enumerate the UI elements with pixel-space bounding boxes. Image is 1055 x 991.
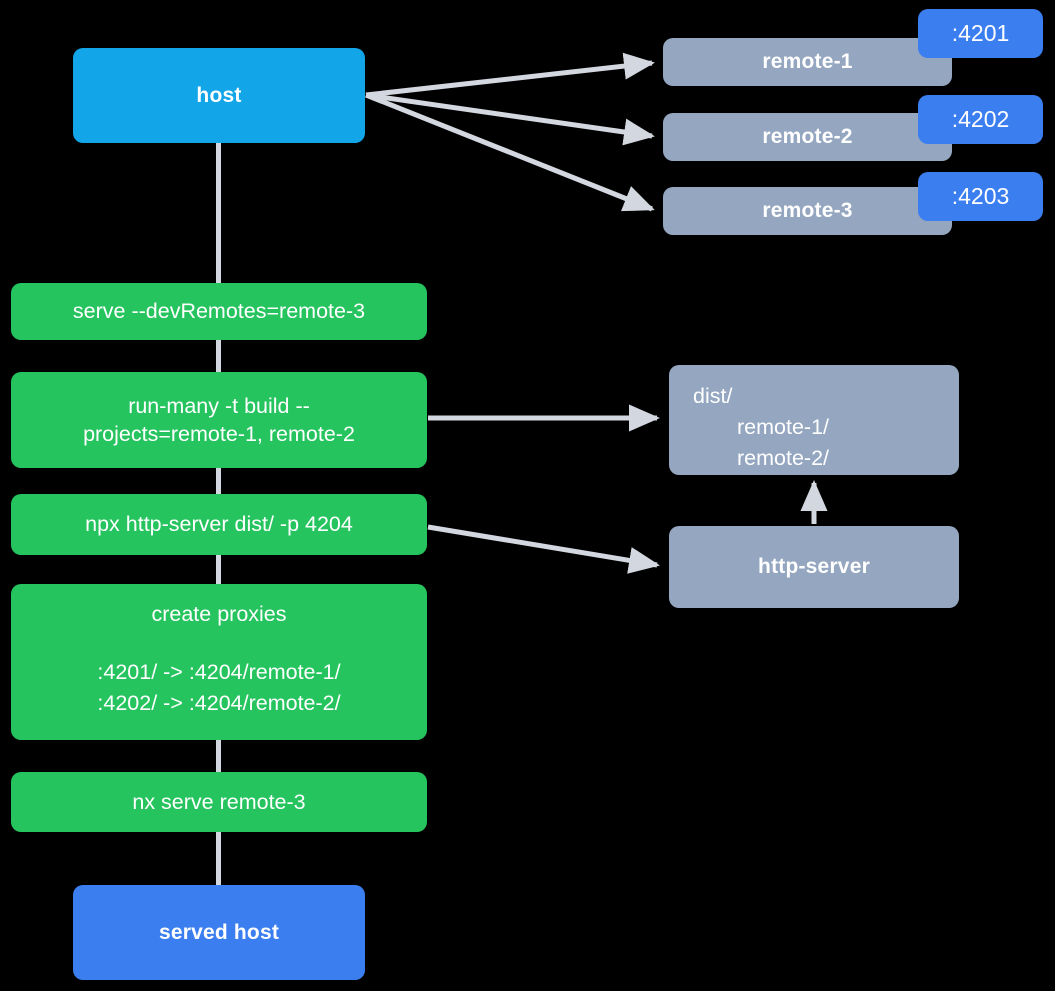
- badge-remote-3-port[interactable]: :4203: [918, 172, 1043, 221]
- node-served-host-label: served host: [158, 920, 280, 944]
- command-create-proxies-mapping-1: :4201/ -> :4204/remote-1/: [97, 660, 341, 684]
- node-remote-2-label: remote-2: [762, 125, 853, 148]
- node-dist-root-label: dist/: [693, 384, 733, 408]
- command-create-proxies-title: create proxies: [151, 602, 287, 626]
- node-dist-child-remote-2: remote-2/: [737, 446, 830, 471]
- badge-remote-2-port[interactable]: :4202: [918, 95, 1043, 144]
- command-serve-dev-remotes-label: serve --devRemotes=remote-3: [72, 299, 366, 323]
- badge-remote-2-port-label: :4202: [951, 106, 1010, 132]
- command-npx-http-server[interactable]: npx http-server dist/ -p 4204: [11, 494, 427, 555]
- command-create-proxies-mapping-2: :4202/ -> :4204/remote-2/: [97, 690, 341, 715]
- connector-host-to-serve: [216, 143, 221, 283]
- node-served-host[interactable]: served host: [73, 885, 365, 980]
- command-run-many-build-line2: projects=remote-1, remote-2: [83, 422, 355, 446]
- command-create-proxies[interactable]: create proxies :4201/ -> :4204/remote-1/…: [11, 584, 427, 740]
- node-remote-3-label: remote-3: [762, 199, 853, 222]
- command-nx-serve-remote-3[interactable]: nx serve remote-3: [11, 772, 427, 832]
- node-remote-2[interactable]: remote-2: [663, 113, 952, 161]
- badge-remote-1-port[interactable]: :4201: [918, 9, 1043, 58]
- connector-proxies-to-nxserve: [216, 740, 221, 772]
- node-dist-child-remote-1: remote-1/: [737, 415, 830, 440]
- node-remote-3[interactable]: remote-3: [663, 187, 952, 235]
- node-http-server-label: http-server: [758, 555, 870, 578]
- arrow-host-to-remote-1: [365, 52, 655, 98]
- connector-npx-to-proxies: [216, 555, 221, 584]
- node-remote-1-label: remote-1: [762, 50, 853, 73]
- badge-remote-1-port-label: :4201: [951, 20, 1010, 46]
- connector-serve-to-runmany: [216, 340, 221, 372]
- node-dist-folder[interactable]: dist/ remote-1/ remote-2/: [669, 365, 959, 475]
- node-http-server[interactable]: http-server: [669, 526, 959, 608]
- node-host-label: host: [196, 83, 242, 107]
- command-run-many-build-line1: run-many -t build --: [128, 393, 310, 418]
- command-serve-dev-remotes[interactable]: serve --devRemotes=remote-3: [11, 283, 427, 340]
- command-npx-http-server-label: npx http-server dist/ -p 4204: [85, 512, 353, 536]
- arrow-host-to-remote-2: [365, 92, 655, 146]
- node-host[interactable]: host: [73, 48, 365, 143]
- node-remote-1[interactable]: remote-1: [663, 38, 952, 86]
- connector-runmany-to-npx: [216, 468, 221, 494]
- arrow-host-to-remote-3: [365, 92, 655, 212]
- badge-remote-3-port-label: :4203: [951, 183, 1010, 209]
- command-run-many-build[interactable]: run-many -t build -- projects=remote-1, …: [11, 372, 427, 468]
- command-nx-serve-remote-3-label: nx serve remote-3: [132, 789, 306, 814]
- arrow-npx-to-http-server: [427, 524, 660, 574]
- connector-nxserve-to-servedhost: [216, 832, 221, 885]
